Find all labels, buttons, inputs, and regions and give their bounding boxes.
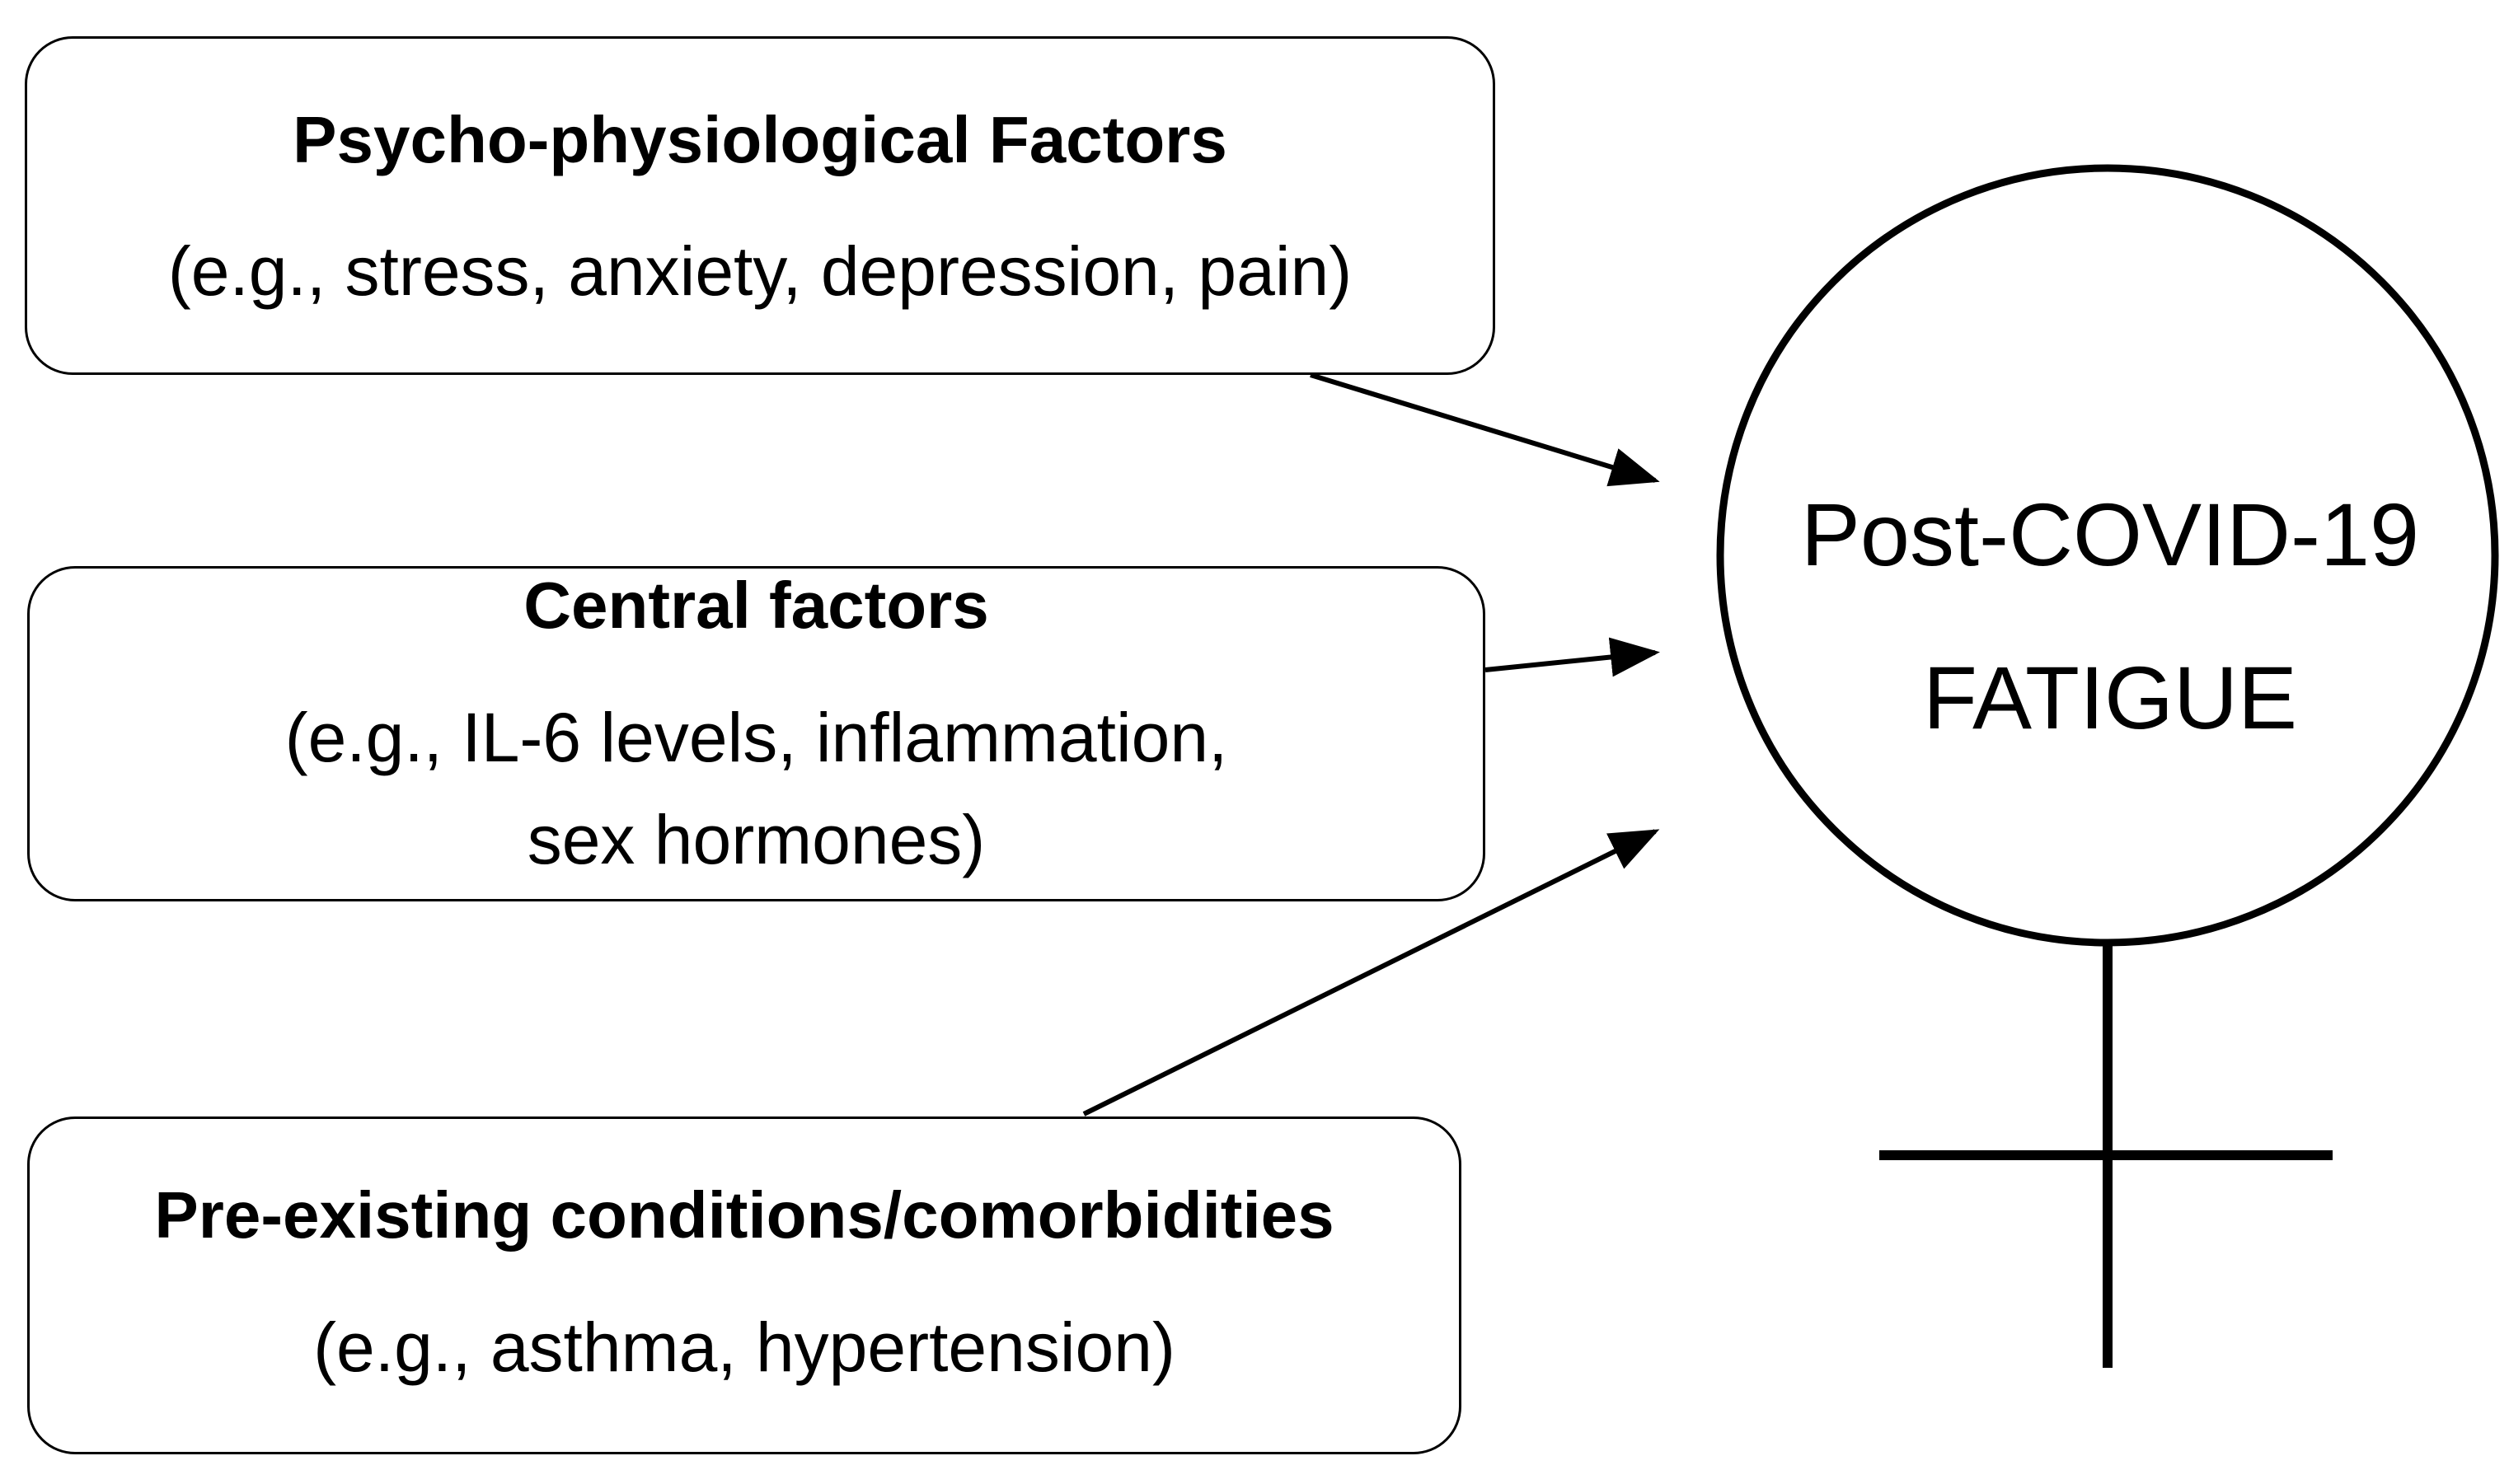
arrow-preexisting-to-fatigue: [1082, 829, 1660, 1117]
outcome-label-line-1: Post-COVID-19: [1800, 485, 2420, 584]
central-factors-examples-line-2: sex hormones): [527, 801, 986, 878]
arrow-central-to-fatigue: [1484, 637, 1660, 677]
central-factors-examples-line-1: (e.g., IL-6 levels, inflammation,: [284, 699, 1228, 776]
preexisting-conditions-box: Pre-existing conditions/comorbidities (e…: [27, 1117, 1461, 1454]
preexisting-conditions-title: Pre-existing conditions/comorbidities: [154, 1178, 1334, 1252]
outcome-label-line-2: FATIGUE: [1922, 648, 2298, 747]
arrow-psycho-to-fatigue: [1310, 372, 1660, 487]
central-factors-title: Central factors: [523, 569, 989, 642]
preexisting-conditions-examples: (e.g., asthma, hypertension): [313, 1308, 1175, 1386]
female-symbol-icon: [1716, 164, 2499, 1368]
central-factors-box: Central factors (e.g., IL-6 levels, infl…: [27, 566, 1485, 901]
psycho-physiological-factors-examples: (e.g., stress, anxiety, depression, pain…: [167, 232, 1353, 310]
psycho-physiological-factors-title: Psycho-physiological Factors: [293, 103, 1227, 176]
psycho-physiological-factors-box: Psycho-physiological Factors (e.g., stre…: [25, 36, 1495, 375]
